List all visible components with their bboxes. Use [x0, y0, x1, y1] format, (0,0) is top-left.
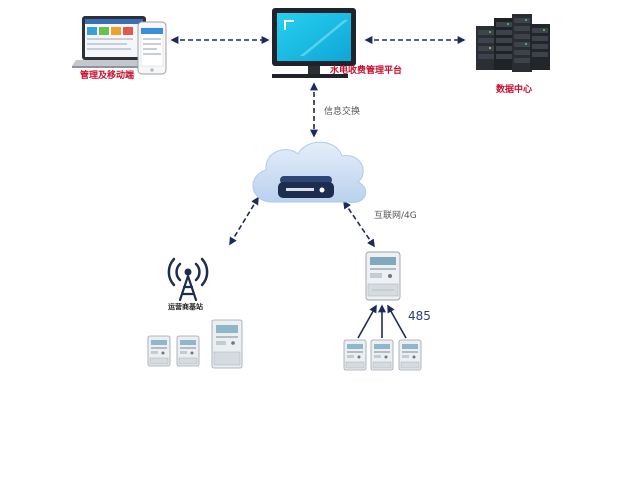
server-rack-icon — [476, 14, 550, 72]
electric-meter-icon — [176, 335, 200, 367]
phone-icon — [137, 21, 167, 75]
electric-meter-icon — [398, 339, 422, 371]
label-internet-4g: 互联网/4G — [374, 211, 417, 221]
electric-meter-icon — [211, 319, 243, 369]
electric-meter-icon — [343, 339, 367, 371]
electric-meter-icon — [147, 335, 171, 367]
label-data-center: 数据中心 — [496, 85, 533, 95]
label-info-exchange: 信息交换 — [324, 107, 361, 117]
label-rs485: 485 — [408, 309, 431, 323]
monitor-icon — [272, 8, 356, 78]
laptop-icon — [72, 16, 156, 68]
electric-meter-icon — [370, 339, 394, 371]
concentrator-icon — [365, 251, 401, 301]
label-platform: 水电收费管理平台 — [330, 66, 403, 76]
signal-tower-icon — [167, 257, 209, 302]
link-meter-concentrator-right — [387, 304, 407, 339]
label-management-mobile: 管理及移动端 — [80, 71, 135, 81]
link-cloud-concentrator — [343, 200, 375, 248]
label-carrier-base-station: 运营商基站 — [168, 303, 203, 311]
link-cloud-tower — [229, 196, 259, 246]
storage-drive-icon — [278, 176, 334, 198]
link-meter-concentrator-left — [357, 304, 377, 339]
